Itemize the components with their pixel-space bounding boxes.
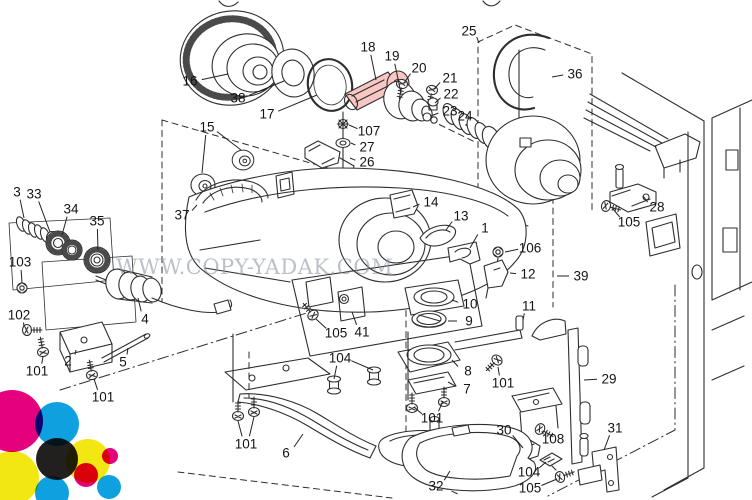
part-28-bracket — [599, 163, 657, 216]
screw-102 — [21, 323, 43, 337]
screw-101-a — [481, 352, 505, 376]
nut-106 — [492, 246, 504, 258]
part-12-bracket — [483, 257, 509, 299]
part-23 — [422, 112, 438, 124]
post-104-b — [366, 366, 382, 386]
screw-105-br — [553, 466, 577, 485]
part-26-bracket-arm — [304, 111, 355, 179]
part-16-pulley — [179, 10, 285, 106]
part-3-spring — [15, 216, 51, 243]
lower-deck — [291, 253, 483, 357]
part-32-tray — [401, 423, 536, 492]
part-5-rod — [101, 333, 151, 363]
part-29-frame-bracket — [531, 318, 591, 465]
part-27-washer — [335, 137, 351, 149]
part-36-cclip — [492, 33, 551, 129]
part-17-circlip — [306, 58, 354, 112]
part-35-sprocket — [83, 246, 111, 274]
part-107-star-washer — [336, 117, 350, 131]
screw-101-b2 — [437, 386, 451, 408]
nut-103 — [16, 282, 28, 294]
part-15-roller-b — [231, 149, 255, 171]
part-41-plate — [337, 286, 366, 322]
part-14-bracket — [389, 189, 419, 219]
screw-101-left1 — [34, 335, 50, 358]
part-2-bracket — [59, 321, 113, 373]
top-crop-marks — [218, 0, 501, 7]
copier-frame — [583, 72, 752, 498]
part-22 — [427, 97, 439, 111]
part-8-ring — [397, 341, 461, 373]
screw-108 — [532, 421, 557, 442]
post-104-a — [326, 375, 342, 395]
part-37-housing — [184, 167, 527, 313]
part-11-rail — [454, 315, 524, 351]
part-10-plate — [404, 279, 465, 316]
part-34-gears — [45, 230, 83, 261]
part-13-wedge — [419, 224, 457, 247]
part-9-cup — [411, 310, 447, 328]
part-4-motor — [95, 268, 233, 315]
clutch-assembly — [485, 115, 582, 205]
part-7-plate — [407, 371, 457, 395]
part-31-bracket — [577, 446, 620, 493]
screw-101-c1 — [231, 400, 245, 422]
part-104-connector — [539, 452, 563, 471]
